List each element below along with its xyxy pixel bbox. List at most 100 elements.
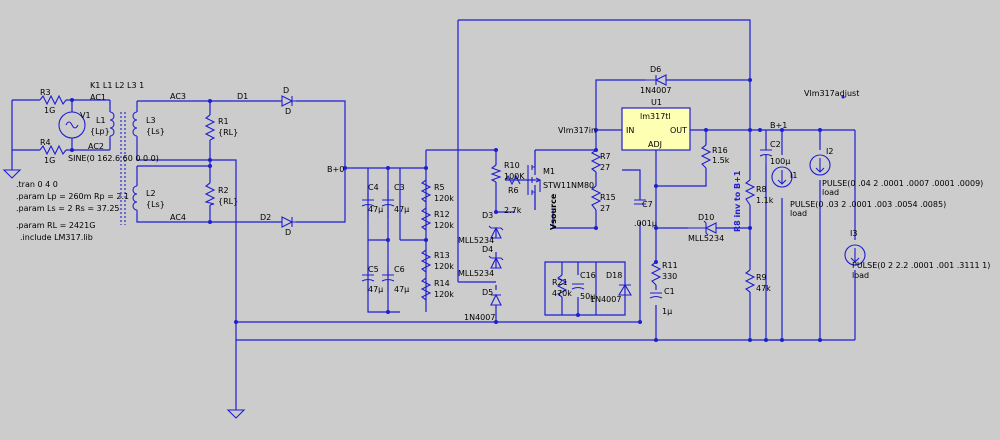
transformer-core	[120, 112, 126, 225]
part-d10: MLL5234	[688, 234, 724, 243]
resistor-r21[interactable]	[556, 274, 568, 298]
capacitor-c2[interactable]	[759, 149, 773, 165]
part-m1: STW11NM80	[543, 181, 594, 190]
load-i3: load	[852, 271, 869, 280]
resistor-r13[interactable]	[420, 249, 432, 273]
coupling-directive: K1 L1 L2 L3 1	[90, 81, 144, 90]
label-c7: C7	[642, 200, 653, 209]
value-c3: 47µ	[394, 205, 409, 214]
zener-d3[interactable]	[488, 225, 504, 239]
label-l3: L3	[146, 116, 156, 125]
capacitor-c6[interactable]	[381, 265, 395, 292]
net-label-vsource: Vsource	[549, 193, 558, 230]
value-r21: 470k	[552, 289, 572, 298]
resistor-r11[interactable]	[650, 261, 662, 286]
capacitor-c5[interactable]	[361, 265, 375, 292]
net-label-d2: D2	[260, 213, 271, 222]
zener-d10[interactable]	[688, 220, 717, 236]
capacitor-c4[interactable]	[361, 190, 375, 218]
diode-d18[interactable]	[618, 283, 632, 296]
diode-d5[interactable]	[490, 293, 502, 306]
value-r14: 120k	[434, 290, 454, 299]
part-u1: lm317tl	[640, 112, 671, 121]
resistor-r15[interactable]	[590, 185, 602, 211]
value-r8: 1.1k	[756, 196, 774, 205]
label-d1: D	[283, 86, 289, 95]
label-d10: D10	[698, 213, 714, 222]
diode-d6[interactable]	[645, 74, 667, 86]
label-d6: D6	[650, 65, 661, 74]
resistor-r14[interactable]	[420, 277, 432, 301]
net-label-b0: B+0	[327, 165, 344, 174]
label-r13: R13	[434, 251, 450, 260]
capacitor-c1[interactable]	[649, 292, 663, 299]
capacitor-c16[interactable]	[571, 283, 585, 290]
value-c6: 47µ	[394, 285, 409, 294]
mosfet-m1[interactable]	[520, 150, 542, 210]
label-r6: R6	[508, 186, 519, 195]
resistor-r1[interactable]	[204, 114, 216, 141]
ground-symbol-left	[2, 169, 22, 179]
label-l1: L1	[96, 116, 106, 125]
current-source-i1[interactable]	[771, 166, 793, 188]
current-source-i2[interactable]	[809, 154, 831, 176]
resistor-r4[interactable]	[39, 144, 67, 156]
label-i3: I3	[850, 229, 857, 238]
part-d1: D	[285, 107, 291, 116]
label-c5: C5	[368, 265, 379, 274]
net-label-vlm317in: Vlm317in	[558, 126, 596, 135]
label-r21: R21	[552, 278, 568, 287]
value-r12: 120k	[434, 221, 454, 230]
diode-d1[interactable]	[281, 95, 296, 107]
value-c2: 100µ	[770, 157, 790, 166]
resistor-r5[interactable]	[420, 179, 432, 203]
directive-param-rl: .param RL = 2421G	[16, 221, 95, 230]
current-source-i3[interactable]	[844, 244, 866, 266]
label-i2: I2	[826, 147, 833, 156]
diode-d2[interactable]	[281, 216, 296, 228]
part-d4: MLL5234	[458, 269, 494, 278]
resistor-r8[interactable]	[744, 179, 756, 206]
value-l1: {Lp}	[90, 127, 110, 136]
directive-param-lp: .param Lp = 260m Rp = 2.1	[16, 192, 129, 201]
label-r3: R3	[40, 88, 51, 97]
value-l2: {Ls}	[146, 200, 165, 209]
value-r4: 1G	[44, 156, 55, 165]
value-c7: .001µ	[634, 219, 657, 228]
zener-d4[interactable]	[488, 255, 504, 269]
resistor-r2[interactable]	[204, 182, 216, 206]
net-label-b1: B+1	[770, 121, 787, 130]
directive-param-ls: .param Ls = 2 Rs = 37.25	[16, 204, 120, 213]
label-c3: C3	[394, 183, 405, 192]
value-r6: 2.7k	[504, 206, 522, 215]
ground-symbol-bottom	[226, 409, 246, 419]
label-v1: V1	[80, 111, 91, 120]
resistor-r12[interactable]	[420, 207, 432, 231]
resistor-r9[interactable]	[744, 269, 756, 293]
capacitor-c7[interactable]	[634, 199, 646, 205]
value-r7: 27	[600, 163, 610, 172]
voltage-source-v1[interactable]	[58, 111, 86, 139]
inductor-l3[interactable]	[132, 111, 138, 138]
value-i3: PULSE(0 2 2.2 .0001 .001 .3111 1)	[852, 261, 990, 270]
label-r12: R12	[434, 210, 450, 219]
regulator-u1-body[interactable]	[621, 107, 691, 151]
part-d5: 1N4007	[464, 313, 495, 322]
resistor-r10[interactable]	[490, 164, 502, 183]
resistor-r16[interactable]	[700, 144, 712, 169]
resistor-r6[interactable]	[504, 174, 521, 186]
label-r2: R2	[218, 186, 229, 195]
note-r8-inv: R8 inv to B+1	[733, 170, 742, 232]
load-i2: load	[822, 188, 839, 197]
net-label-ac2: AC2	[88, 142, 104, 151]
part-d2: D	[285, 228, 291, 237]
inductor-l2[interactable]	[132, 185, 138, 212]
resistor-r7[interactable]	[590, 149, 602, 173]
resistor-r3[interactable]	[39, 94, 67, 106]
capacitor-c3[interactable]	[381, 190, 395, 218]
value-r13: 120k	[434, 262, 454, 271]
label-d5: D5	[482, 288, 493, 297]
label-c2: C2	[770, 140, 781, 149]
inductor-l1[interactable]	[109, 111, 115, 138]
